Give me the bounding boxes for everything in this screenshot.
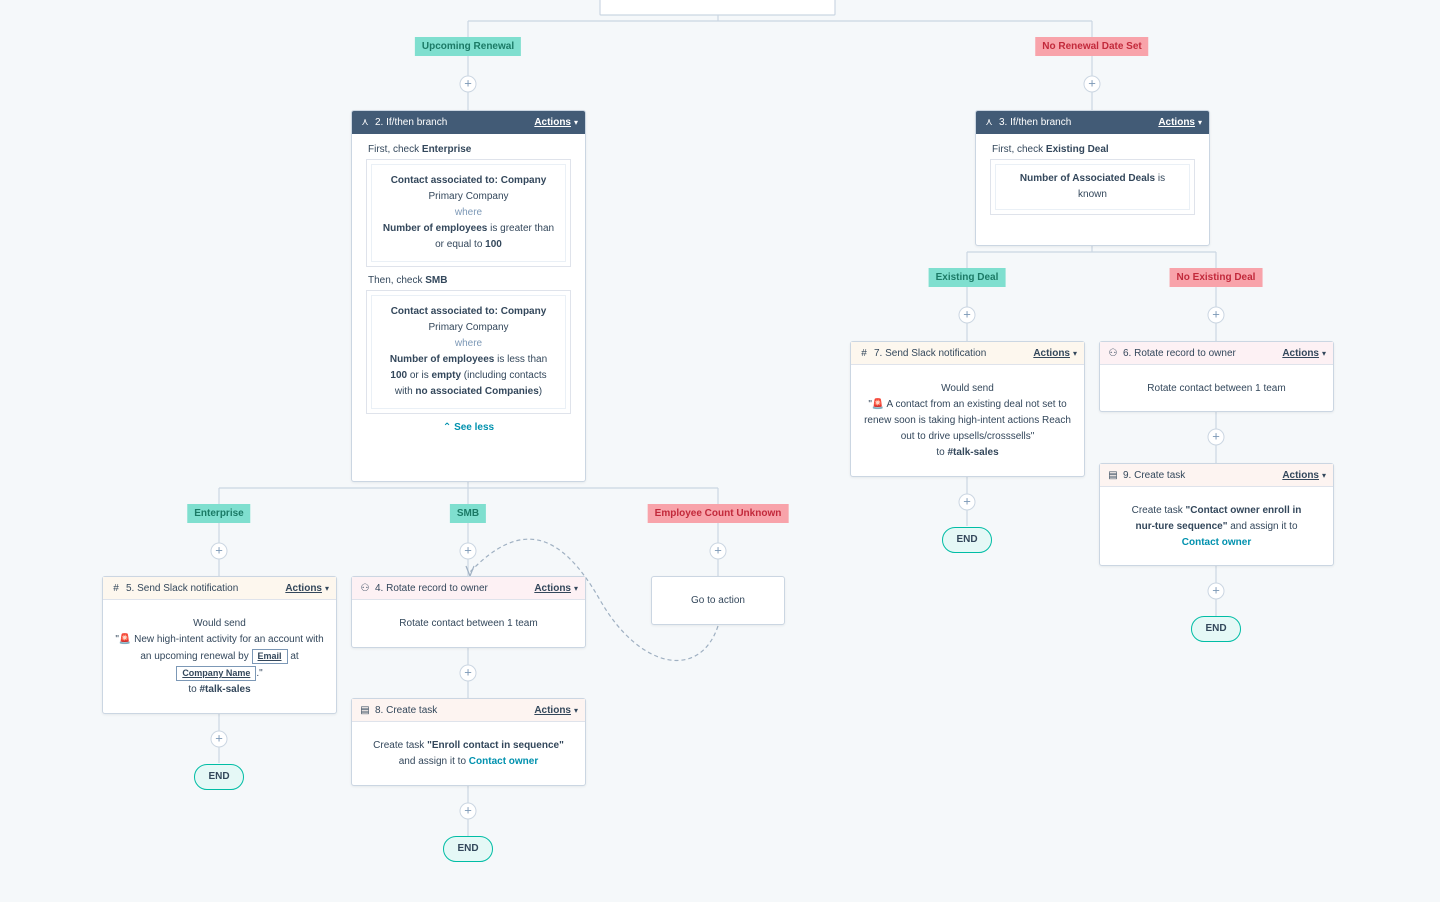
task-icon: ▤	[360, 704, 370, 716]
then-check-line: Then, check SMB	[368, 275, 448, 286]
filter-group-smb: Contact associated to: Company Primary C…	[366, 290, 571, 414]
action-card-send-slack-7[interactable]: # 7. Send Slack notification Actions Wou…	[850, 341, 1085, 477]
card-header: ⚇ 6. Rotate record to owner Actions	[1100, 342, 1333, 365]
action-card-rotate-record-6[interactable]: ⚇ 6. Rotate record to owner Actions Rota…	[1099, 341, 1334, 412]
card-title: 2. If/then branch	[375, 117, 448, 128]
branch-label-employee-count-unknown: Employee Count Unknown	[647, 504, 789, 523]
actions-dropdown[interactable]: Actions	[534, 705, 578, 716]
see-less-link[interactable]: ⌃ See less	[442, 422, 495, 433]
card-header: ▤ 9. Create task Actions	[1100, 464, 1333, 487]
card-title: 8. Create task	[375, 704, 438, 716]
branch-label-smb: SMB	[449, 504, 487, 523]
action-card-rotate-record-4[interactable]: ⚇ 4. Rotate record to owner Actions Rota…	[351, 576, 586, 648]
card-title: 3. If/then branch	[999, 117, 1072, 128]
action-card-send-slack-5[interactable]: # 5. Send Slack notification Actions Wou…	[102, 576, 337, 714]
branch-label-no-existing-deal: No Existing Deal	[1169, 268, 1263, 287]
add-action-button[interactable]: +	[459, 664, 477, 682]
card-title: 9. Create task	[1123, 469, 1186, 481]
end-node: END	[942, 527, 992, 553]
add-action-button[interactable]: +	[459, 802, 477, 820]
add-action-button[interactable]: +	[1207, 306, 1225, 324]
action-card-if-then-branch-2[interactable]: ⋏ 2. If/then branch Actions First, check…	[351, 110, 586, 482]
card-header: # 5. Send Slack notification Actions	[103, 577, 336, 600]
add-action-button[interactable]: +	[709, 542, 727, 560]
actions-dropdown[interactable]: Actions	[285, 583, 329, 594]
contact-owner-link[interactable]: Contact owner	[1181, 537, 1252, 548]
actions-dropdown[interactable]: Actions	[1033, 348, 1077, 359]
add-action-button[interactable]: +	[1083, 75, 1101, 93]
branch-label-existing-deal: Existing Deal	[928, 268, 1006, 287]
rotate-owner-icon: ⚇	[1108, 347, 1118, 359]
action-card-create-task-9[interactable]: ▤ 9. Create task Actions Create task "Co…	[1099, 463, 1334, 566]
branch-label-upcoming-renewal: Upcoming Renewal	[414, 37, 522, 56]
card-title: 7. Send Slack notification	[874, 347, 987, 359]
card-title: 6. Rotate record to owner	[1123, 347, 1236, 359]
actions-dropdown[interactable]: Actions	[1158, 117, 1202, 128]
add-action-button[interactable]: +	[1207, 428, 1225, 446]
end-node: END	[194, 764, 244, 790]
card-header: ⚇ 4. Rotate record to owner Actions	[352, 577, 585, 600]
add-action-button[interactable]: +	[459, 542, 477, 560]
email-token: Email	[251, 649, 288, 664]
add-action-button[interactable]: +	[958, 493, 976, 511]
add-action-button[interactable]: +	[210, 542, 228, 560]
card-header: # 7. Send Slack notification Actions	[851, 342, 1084, 365]
actions-dropdown[interactable]: Actions	[1282, 348, 1326, 359]
card-title: 5. Send Slack notification	[126, 582, 239, 594]
filter-group-existing-deal: Number of Associated Deals is known	[990, 159, 1195, 215]
branch-label-enterprise: Enterprise	[187, 504, 251, 523]
first-check-line: First, check Enterprise	[368, 144, 472, 155]
end-node: END	[443, 836, 493, 862]
branch-icon: ⋏	[985, 117, 993, 128]
actions-dropdown[interactable]: Actions	[1282, 470, 1326, 481]
add-action-button[interactable]: +	[459, 75, 477, 93]
actions-dropdown[interactable]: Actions	[534, 583, 578, 594]
action-card-if-then-branch-3[interactable]: ⋏ 3. If/then branch Actions First, check…	[975, 110, 1210, 246]
first-check-line: First, check Existing Deal	[992, 144, 1109, 155]
end-node: END	[1191, 616, 1241, 642]
go-to-action-card[interactable]: Go to action	[651, 576, 785, 625]
chevron-up-icon: ⌃	[442, 422, 452, 433]
add-action-button[interactable]: +	[1207, 582, 1225, 600]
card-header: ▤ 8. Create task Actions	[352, 699, 585, 722]
action-card-create-task-8[interactable]: ▤ 8. Create task Actions Create task "En…	[351, 698, 586, 786]
add-action-button[interactable]: +	[958, 306, 976, 324]
slack-icon: #	[861, 347, 867, 359]
contact-owner-link[interactable]: Contact owner	[468, 756, 539, 767]
card-header: ⋏ 3. If/then branch Actions	[976, 111, 1209, 134]
actions-dropdown[interactable]: Actions	[534, 117, 578, 128]
branch-label-no-renewal-date-set: No Renewal Date Set	[1035, 37, 1149, 56]
task-icon: ▤	[1108, 469, 1118, 481]
branch-icon: ⋏	[361, 117, 369, 128]
filter-group-enterprise: Contact associated to: Company Primary C…	[366, 159, 571, 267]
company-name-token: Company Name	[176, 666, 257, 681]
slack-icon: #	[113, 582, 119, 594]
add-action-button[interactable]: +	[210, 730, 228, 748]
card-title: 4. Rotate record to owner	[375, 582, 488, 594]
card-header: ⋏ 2. If/then branch Actions	[352, 111, 585, 134]
rotate-owner-icon: ⚇	[360, 582, 370, 594]
